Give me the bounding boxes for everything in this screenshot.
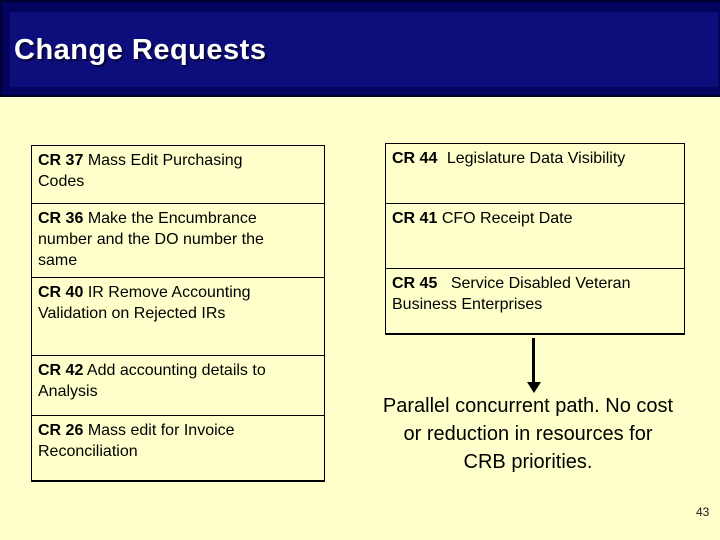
cr-item-36: CR 36 Make the Encumbrance number and th… <box>32 204 324 278</box>
cr-item-44: CR 44 Legislature Data Visibility <box>386 144 684 204</box>
cr-code: CR 42 <box>38 362 84 379</box>
cr-code: CR 36 <box>38 210 84 227</box>
down-arrow-head <box>527 382 541 393</box>
slide-header: Change Requests <box>0 0 720 97</box>
caption-line: CRB priorities. <box>463 451 593 473</box>
cr-code: CR 41 <box>392 210 438 227</box>
cr-text: Make the Encumbrance number and the DO n… <box>38 210 264 269</box>
cr-item-41: CR 41 CFO Receipt Date <box>386 204 684 269</box>
cr-code: CR 44 <box>392 150 438 167</box>
cr-text: CFO Receipt Date <box>441 210 573 227</box>
cr-text: Mass edit for Invoice Reconciliation <box>38 422 235 460</box>
cr-text: Add accounting details to Analysis <box>38 362 266 400</box>
caption: Parallel concurrent path. No cost or red… <box>362 392 694 476</box>
page-title: Change Requests <box>14 34 267 66</box>
cr-code: CR 37 <box>38 152 84 169</box>
page-number: 43 <box>696 505 710 519</box>
down-arrow-shaft <box>532 338 535 384</box>
cr-text: Mass Edit Purchasing Codes <box>38 152 243 190</box>
caption-line: or reduction in resources for <box>403 423 653 445</box>
cr-list-left: CR 37 Mass Edit Purchasing Codes CR 36 M… <box>31 145 325 482</box>
cr-text: IR Remove Accounting Validation on Rejec… <box>38 284 251 322</box>
cr-text: Service Disabled Veteran Business Enterp… <box>392 275 631 313</box>
cr-item-45: CR 45 Service Disabled Veteran Business … <box>386 269 684 315</box>
cr-item-37: CR 37 Mass Edit Purchasing Codes <box>32 146 324 204</box>
cr-code: CR 26 <box>38 422 84 439</box>
cr-item-40: CR 40 IR Remove Accounting Validation on… <box>32 278 324 356</box>
slide-header-panel: Change Requests <box>10 12 718 87</box>
cr-item-42: CR 42 Add accounting details to Analysis <box>32 356 324 416</box>
caption-line: Parallel concurrent path. No cost <box>382 395 674 417</box>
cr-code: CR 40 <box>38 284 84 301</box>
cr-code: CR 45 <box>392 275 438 292</box>
cr-item-26: CR 26 Mass edit for Invoice Reconciliati… <box>32 416 324 462</box>
cr-text: Legislature Data Visibility <box>446 150 626 167</box>
cr-list-right: CR 44 Legislature Data Visibility CR 41 … <box>385 143 685 335</box>
